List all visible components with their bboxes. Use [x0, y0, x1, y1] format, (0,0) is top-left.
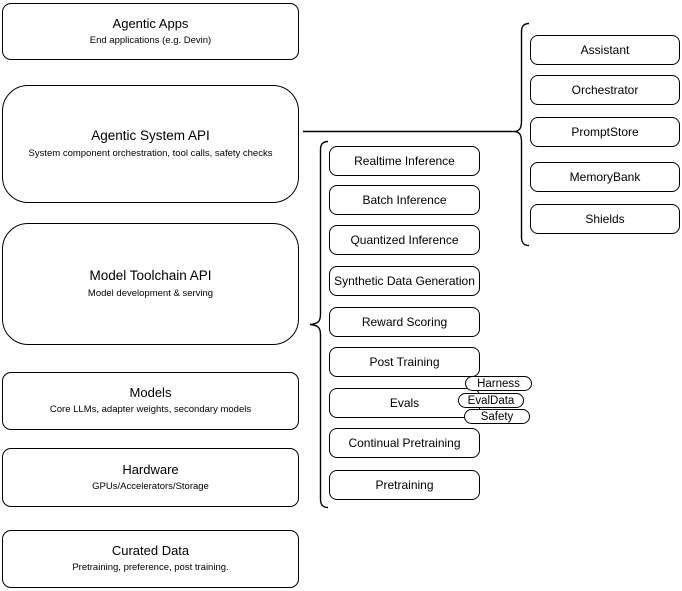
box-subtitle: GPUs/Accelerators/Storage — [92, 480, 209, 492]
component-reward-scoring: Reward Scoring — [329, 307, 480, 337]
layer-models: Models Core LLMs, adapter weights, secon… — [2, 372, 299, 430]
box-subtitle: Pretraining, preference, post training. — [72, 562, 229, 574]
pill-harness: Harness — [465, 376, 532, 391]
component-synthetic-data-generation: Synthetic Data Generation — [329, 266, 480, 296]
component-post-training: Post Training — [329, 347, 480, 377]
component-orchestrator: Orchestrator — [530, 75, 680, 105]
system-brace — [514, 22, 530, 247]
component-pretraining: Pretraining — [329, 470, 480, 500]
box-title: Curated Data — [111, 543, 190, 559]
box-title: Model Toolchain API — [89, 267, 212, 283]
box-title: Agentic Apps — [112, 15, 189, 31]
component-continual-pretraining: Continual Pretraining — [329, 428, 480, 458]
pill-safety: Safety — [464, 409, 530, 424]
component-shields: Shields — [530, 204, 680, 234]
component-evals: Evals — [329, 388, 480, 418]
box-subtitle: Model development & serving — [87, 287, 214, 299]
component-memorybank: MemoryBank — [530, 162, 680, 192]
box-subtitle: System component orchestration, tool cal… — [28, 147, 273, 159]
box-title: Agentic System API — [91, 127, 210, 143]
component-batch-inference: Batch Inference — [329, 185, 480, 215]
box-subtitle: Core LLMs, adapter weights, secondary mo… — [49, 404, 252, 416]
layer-agentic-apps: Agentic Apps End applications (e.g. Devi… — [2, 3, 299, 60]
toolchain-brace — [309, 140, 329, 509]
layer-agentic-system-api: Agentic System API System component orch… — [2, 85, 299, 203]
component-assistant: Assistant — [530, 35, 680, 65]
layer-hardware: Hardware GPUs/Accelerators/Storage — [2, 448, 299, 507]
pill-evaldata: EvalData — [458, 393, 524, 408]
component-promptstore: PromptStore — [530, 117, 680, 147]
component-realtime-inference: Realtime Inference — [329, 146, 480, 176]
box-subtitle: End applications (e.g. Devin) — [89, 34, 212, 46]
box-title: Hardware — [122, 461, 179, 477]
layer-curated-data: Curated Data Pretraining, preference, po… — [2, 530, 299, 588]
component-quantized-inference: Quantized Inference — [329, 225, 480, 255]
layer-model-toolchain-api: Model Toolchain API Model development & … — [2, 223, 299, 345]
box-title: Models — [129, 385, 172, 401]
